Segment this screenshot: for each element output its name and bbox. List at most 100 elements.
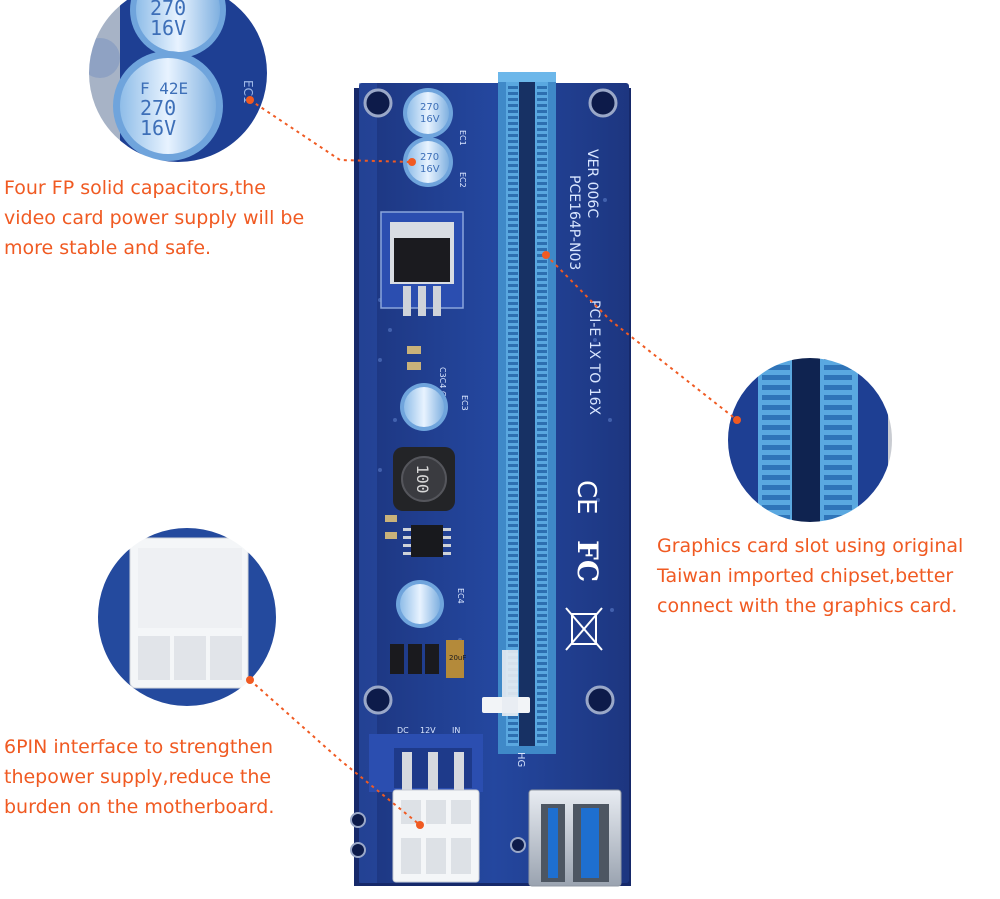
slot-pin	[537, 572, 547, 575]
ec4-label: EC4	[456, 588, 465, 604]
slot-pin	[537, 308, 547, 311]
slot-pin	[508, 188, 518, 191]
slot-pin	[508, 464, 518, 467]
slot-pin	[508, 608, 518, 611]
slot-pin	[537, 680, 547, 683]
slot-pin	[508, 506, 518, 509]
pcie-x16-slot	[498, 72, 556, 754]
slot-pin	[508, 122, 518, 125]
smd-capacitor	[407, 346, 421, 354]
slot-pin	[508, 194, 518, 197]
slot-pin	[537, 416, 547, 419]
zoom-slot-pin	[824, 465, 852, 470]
zoom-slot-pin	[762, 395, 790, 400]
slot-pin	[537, 494, 547, 497]
slot-pin	[508, 278, 518, 281]
slot-pin	[537, 92, 547, 95]
slot-pin	[537, 236, 547, 239]
slot-pin	[537, 704, 547, 707]
slot-pin	[537, 356, 547, 359]
zoom-slot-pin	[824, 395, 852, 400]
zoom-slot-pin	[762, 385, 790, 390]
voltage-regulator	[380, 211, 464, 316]
slot-pin	[508, 482, 518, 485]
slot-pin	[508, 116, 518, 119]
slot-pin	[508, 638, 518, 641]
slot-pin	[537, 326, 547, 329]
slot-pin	[508, 362, 518, 365]
zoom-cap-rating: 270	[140, 96, 176, 120]
slot-pin	[508, 488, 518, 491]
slot-pin	[508, 584, 518, 587]
slot-pin	[508, 248, 518, 251]
inductor-value: 100	[413, 465, 432, 494]
slot-pin	[508, 716, 518, 719]
slot-pin	[508, 458, 518, 461]
callout-line: Four FP solid capacitors,the	[4, 177, 266, 199]
slot-pin	[537, 566, 547, 569]
leader-line-capacitors	[249, 99, 413, 163]
slot-pin	[537, 428, 547, 431]
slot-pin	[508, 596, 518, 599]
slot-pin	[537, 632, 547, 635]
slot-pin	[537, 644, 547, 647]
slot-pin	[508, 560, 518, 563]
slot-pin	[537, 362, 547, 365]
zoom-slot	[726, 356, 894, 530]
zoom-slot-pin	[824, 475, 852, 480]
slot-pin	[537, 584, 547, 587]
slot-pin	[508, 494, 518, 497]
slot-pin	[537, 458, 547, 461]
zoom-slot-pin	[824, 495, 852, 500]
slot-pin	[508, 722, 518, 725]
slot-pin	[537, 596, 547, 599]
slot-pin	[537, 278, 547, 281]
slot-pin	[508, 182, 518, 185]
slot-pin	[537, 386, 547, 389]
slot-pin	[508, 332, 518, 335]
zoom-slot-pin	[762, 495, 790, 500]
slot-pin	[537, 194, 547, 197]
slot-pin	[508, 356, 518, 359]
slot-pin	[508, 602, 518, 605]
ec3-label: EC3	[460, 395, 469, 411]
slot-pin	[508, 230, 518, 233]
slot-pin	[508, 548, 518, 551]
zoom-6pin	[96, 526, 278, 708]
capacitor-ec3	[400, 383, 448, 431]
slot-pin	[537, 338, 547, 341]
slot-pin	[537, 314, 547, 317]
zoom-slot-pin	[824, 485, 852, 490]
leader-line-slot	[545, 254, 738, 421]
slot-pin	[508, 308, 518, 311]
slot-pin	[508, 386, 518, 389]
ec2-rating: 270	[420, 152, 439, 163]
slot-pin	[537, 320, 547, 323]
slot-pin	[537, 542, 547, 545]
slot-pin	[537, 554, 547, 557]
slot-pin	[508, 218, 518, 221]
slot-pin	[508, 242, 518, 245]
zoom-slot-pin	[824, 505, 852, 510]
slot-pin	[508, 626, 518, 629]
slot-pin	[537, 440, 547, 443]
slot-pin	[537, 710, 547, 713]
slot-pin	[508, 338, 518, 341]
slot-pin	[537, 86, 547, 89]
slot-pin	[508, 416, 518, 419]
slot-pin	[508, 254, 518, 257]
slot-pin	[508, 176, 518, 179]
ec1-label: EC1	[458, 130, 467, 146]
ec1-rating: 270	[420, 102, 439, 113]
zoom-cap-voltage: 16V	[140, 116, 176, 140]
slot-pin	[508, 206, 518, 209]
slot-pin	[508, 536, 518, 539]
zoom-slot-pin	[762, 445, 790, 450]
callout-line: Taiwan imported chipset,better	[657, 565, 954, 587]
leader-lines	[249, 99, 738, 826]
board-model: PCE164P-N03	[566, 175, 582, 270]
slot-pin	[537, 668, 547, 671]
zoom-slot-pin	[762, 525, 790, 530]
slot-pin	[508, 200, 518, 203]
zoom-cap-code: F 42E	[140, 79, 188, 98]
